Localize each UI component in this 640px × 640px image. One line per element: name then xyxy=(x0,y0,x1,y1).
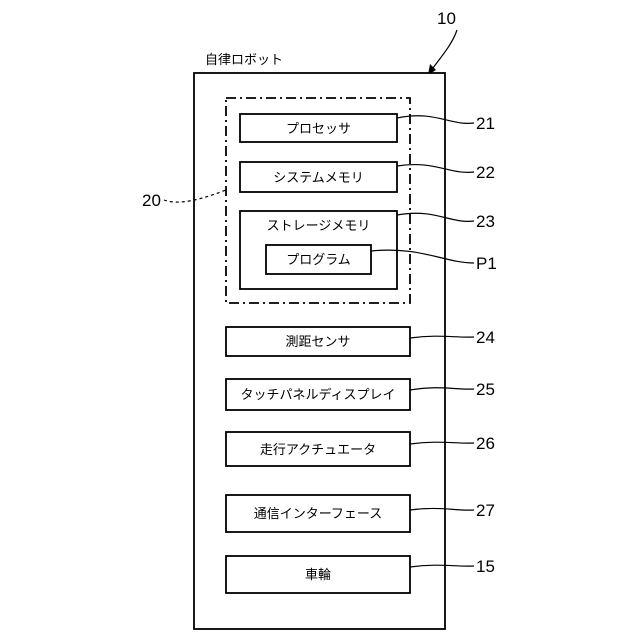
system-memory-ref-number: 22 xyxy=(476,163,495,182)
actuator-ref-number: 26 xyxy=(476,434,495,453)
comm-interface-label: 通信インターフェース xyxy=(254,507,383,522)
processor-label: プロセッサ xyxy=(286,122,351,137)
touch-panel-ref-number: 25 xyxy=(476,380,495,399)
device-ref-number: 10 xyxy=(437,9,456,28)
device-label: 自律ロボット xyxy=(205,53,283,68)
range-sensor-label: 測距センサ xyxy=(285,335,350,350)
program-ref-number: P1 xyxy=(476,254,497,273)
touch-panel-label: タッチパネルディスプレイ xyxy=(240,387,395,403)
system-memory-label: システムメモリ xyxy=(273,171,364,186)
device-leader-line xyxy=(430,30,457,72)
range-sensor-ref-number: 24 xyxy=(476,328,495,347)
storage-memory-ref-number: 23 xyxy=(476,212,495,231)
actuator-label: 走行アクチュエータ xyxy=(260,443,376,458)
processor-ref-number: 21 xyxy=(476,114,495,133)
comm-interface-ref-number: 27 xyxy=(476,501,495,520)
program-label: プログラム xyxy=(286,253,351,268)
wheels-ref-number: 15 xyxy=(476,557,495,576)
wheels-label: 車輪 xyxy=(305,567,331,583)
storage-memory-label: ストレージメモリ xyxy=(267,219,371,234)
controller-ref-number: 20 xyxy=(142,191,161,210)
